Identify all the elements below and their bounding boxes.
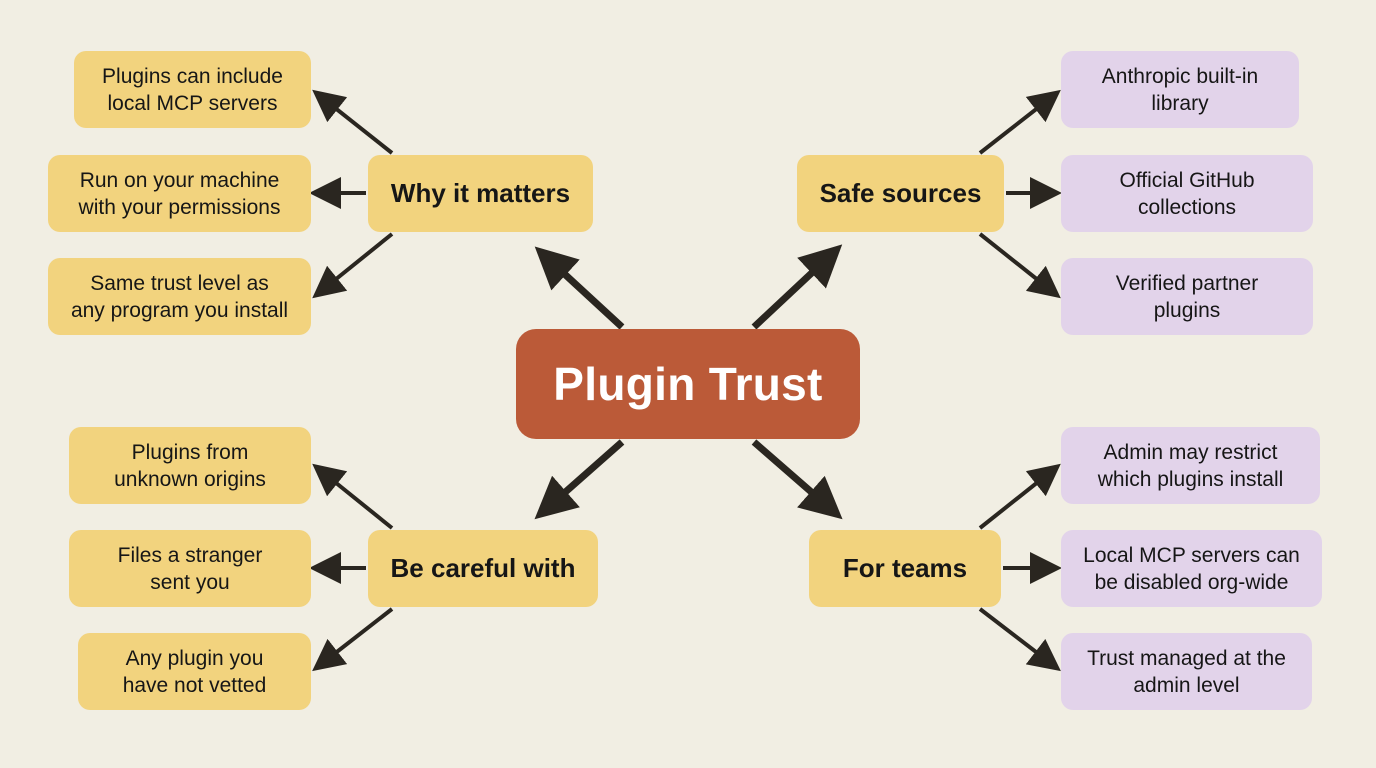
arrow-center-to-safe xyxy=(751,244,843,330)
leaf-node-why-2: Same trust level as any program you inst… xyxy=(48,258,311,335)
branch-label: Safe sources xyxy=(819,178,982,208)
arrow-center-to-careful xyxy=(534,439,625,520)
arrow-why-to-leaf-0 xyxy=(312,89,394,155)
leaf-label: Trust managed at the admin level xyxy=(1087,646,1286,697)
leaf-label: Local MCP servers can be disabled org-wi… xyxy=(1083,543,1300,594)
leaf-node-careful-1: Files a stranger sent you xyxy=(69,530,311,607)
arrow-safe-to-leaf-0 xyxy=(978,89,1061,155)
arrow-careful-to-leaf-2 xyxy=(312,607,394,672)
central-node-plugin-trust: Plugin Trust xyxy=(516,329,860,439)
leaf-node-why-1: Run on your machine with your permission… xyxy=(48,155,311,232)
leaf-label: Anthropic built-in library xyxy=(1101,64,1259,115)
leaf-label: Run on your machine with your permission… xyxy=(78,168,281,219)
branch-node-be-careful-with: Be careful with xyxy=(368,530,598,607)
leaf-node-teams-2: Trust managed at the admin level xyxy=(1061,633,1312,710)
leaf-node-safe-2: Verified partner plugins xyxy=(1061,258,1313,335)
leaf-label: Admin may restrict which plugins install xyxy=(1097,440,1284,491)
leaf-node-safe-1: Official GitHub collections xyxy=(1061,155,1313,232)
arrow-center-to-why xyxy=(534,246,625,330)
leaf-label: Verified partner plugins xyxy=(1115,271,1259,322)
branch-node-safe-sources: Safe sources xyxy=(797,155,1004,232)
leaf-node-careful-2: Any plugin you have not vetted xyxy=(78,633,311,710)
branch-node-why-it-matters: Why it matters xyxy=(368,155,593,232)
leaf-label: Files a stranger sent you xyxy=(117,543,263,594)
leaf-label: Any plugin you have not vetted xyxy=(122,646,267,697)
branch-label: Why it matters xyxy=(390,178,571,208)
leaf-node-teams-1: Local MCP servers can be disabled org-wi… xyxy=(1061,530,1322,607)
arrow-teams-to-leaf-2 xyxy=(978,607,1061,672)
leaf-node-teams-0: Admin may restrict which plugins install xyxy=(1061,427,1320,504)
leaf-node-why-0: Plugins can include local MCP servers xyxy=(74,51,311,128)
central-node-label: Plugin Trust xyxy=(553,357,823,410)
arrow-safe-to-leaf-2 xyxy=(978,232,1061,299)
leaf-label: Plugins can include local MCP servers xyxy=(102,64,283,115)
leaf-label: Official GitHub collections xyxy=(1119,168,1255,219)
leaf-label: Plugins from unknown origins xyxy=(114,440,266,491)
arrow-why-to-leaf-2 xyxy=(312,232,394,299)
branch-node-for-teams: For teams xyxy=(809,530,1001,607)
arrow-teams-to-leaf-0 xyxy=(978,463,1061,530)
branch-label: For teams xyxy=(842,553,968,583)
branch-label: Be careful with xyxy=(390,553,576,583)
arrow-careful-to-leaf-0 xyxy=(312,463,394,530)
arrow-center-to-teams xyxy=(751,439,843,520)
leaf-node-careful-0: Plugins from unknown origins xyxy=(69,427,311,504)
leaf-node-safe-0: Anthropic built-in library xyxy=(1061,51,1299,128)
leaf-label: Same trust level as any program you inst… xyxy=(70,271,289,322)
